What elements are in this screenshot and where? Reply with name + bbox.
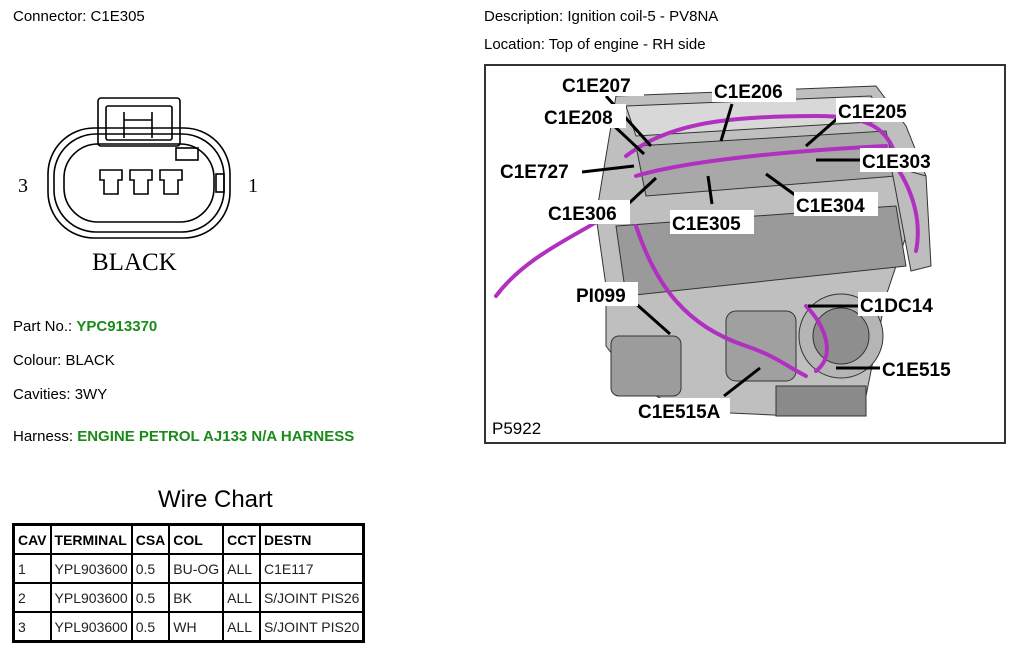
header-cct: CCT — [222, 523, 261, 555]
connector-value: C1E305 — [90, 8, 145, 25]
harness-link[interactable]: ENGINE PETROL AJ133 N/A HARNESS — [77, 428, 355, 445]
part-no-link[interactable]: YPC913370 — [76, 318, 158, 335]
header-csa: CSA — [130, 523, 171, 555]
wire-chart-title: Wire Chart — [158, 486, 273, 513]
callout-c1e207: C1E207 — [562, 76, 631, 97]
cell-cct: ALL — [222, 553, 261, 584]
cell-cct: ALL — [222, 611, 261, 643]
callout-labels: C1E207 C1E206 C1E208 C1E205 C1E727 C1E30… — [488, 72, 964, 438]
engine-location-illustration: C1E207 C1E206 C1E208 C1E205 C1E727 C1E30… — [484, 64, 1006, 444]
description-value: Ignition coil-5 - PV8NA — [567, 8, 719, 25]
callout-pi099: PI099 — [576, 286, 626, 307]
table-row: 2 YPL903600 0.5 BK ALL S/JOINT PIS26 — [12, 582, 365, 613]
callout-c1dc14: C1DC14 — [860, 296, 933, 317]
connector-line: Connector: C1E305 — [13, 8, 145, 25]
connector-face-drawing: 3 1 BLACK — [18, 97, 258, 276]
description-line: Description: Ignition coil-5 - PV8NA — [484, 8, 718, 25]
wire-chart-header-row: CAV TERMINAL CSA COL CCT DESTN — [12, 523, 365, 555]
callout-c1e306: C1E306 — [548, 204, 617, 225]
callout-c1e205: C1E205 — [838, 102, 907, 123]
cell-csa: 0.5 — [130, 611, 171, 643]
location-line: Location: Top of engine - RH side — [484, 36, 706, 53]
description-label: Description: — [484, 8, 564, 25]
engine-illustration-svg: C1E207 C1E206 C1E208 C1E205 C1E727 C1E30… — [488, 72, 964, 438]
colour-value: BLACK — [65, 352, 115, 369]
callout-c1e515: C1E515 — [882, 360, 951, 381]
cell-csa: 0.5 — [130, 553, 171, 584]
cell-cav: 3 — [12, 611, 52, 643]
connector-label: Connector: — [13, 8, 87, 25]
cell-cct: ALL — [222, 582, 261, 613]
drawing-colour-text: BLACK — [92, 249, 177, 276]
callout-c1e208: C1E208 — [544, 108, 613, 129]
cavities-line: Cavities: 3WY — [13, 386, 107, 403]
part-no-line: Part No.: YPC913370 — [13, 318, 157, 335]
header-cav: CAV — [12, 523, 52, 555]
cavities-label: Cavities: — [13, 386, 71, 403]
harness-line: Harness: ENGINE PETROL AJ133 N/A HARNESS — [13, 428, 354, 445]
location-label: Location: — [484, 36, 545, 53]
harness-label: Harness: — [13, 428, 74, 445]
cell-destn: S/JOINT PIS26 — [258, 582, 365, 613]
cell-cav: 1 — [12, 553, 52, 584]
header-destn: DESTN — [258, 523, 365, 555]
header-terminal: TERMINAL — [49, 523, 133, 555]
cell-col: BU-OG — [168, 553, 225, 584]
callout-c1e727: C1E727 — [500, 162, 569, 183]
callout-c1e305: C1E305 — [672, 214, 741, 235]
cell-destn: C1E117 — [258, 553, 365, 584]
pin-3-label: 3 — [18, 175, 28, 197]
cell-csa: 0.5 — [130, 582, 171, 613]
cell-terminal: YPL903600 — [49, 582, 133, 613]
callout-c1e515a: C1E515A — [638, 402, 721, 423]
cavities-value: 3WY — [74, 386, 108, 403]
pin-1-label: 1 — [248, 175, 258, 197]
photo-reference: P5922 — [492, 419, 541, 438]
cell-col: BK — [168, 582, 225, 613]
cell-col: WH — [168, 611, 225, 643]
wire-chart-table: CAV TERMINAL CSA COL CCT DESTN 1 YPL9036… — [12, 523, 366, 643]
callout-c1e206: C1E206 — [714, 82, 783, 103]
colour-line: Colour: BLACK — [13, 352, 115, 369]
callout-c1e303: C1E303 — [862, 152, 931, 173]
cell-terminal: YPL903600 — [49, 553, 133, 584]
location-value: Top of engine - RH side — [548, 36, 706, 53]
header-col: COL — [168, 523, 225, 555]
colour-label: Colour: — [13, 352, 62, 369]
cell-destn: S/JOINT PIS20 — [258, 611, 365, 643]
cell-cav: 2 — [12, 582, 52, 613]
table-row: 1 YPL903600 0.5 BU-OG ALL C1E117 — [12, 553, 365, 584]
part-no-label: Part No.: — [13, 318, 73, 335]
callout-c1e304: C1E304 — [796, 196, 865, 217]
table-row: 3 YPL903600 0.5 WH ALL S/JOINT PIS20 — [12, 611, 365, 643]
cell-terminal: YPL903600 — [49, 611, 133, 643]
